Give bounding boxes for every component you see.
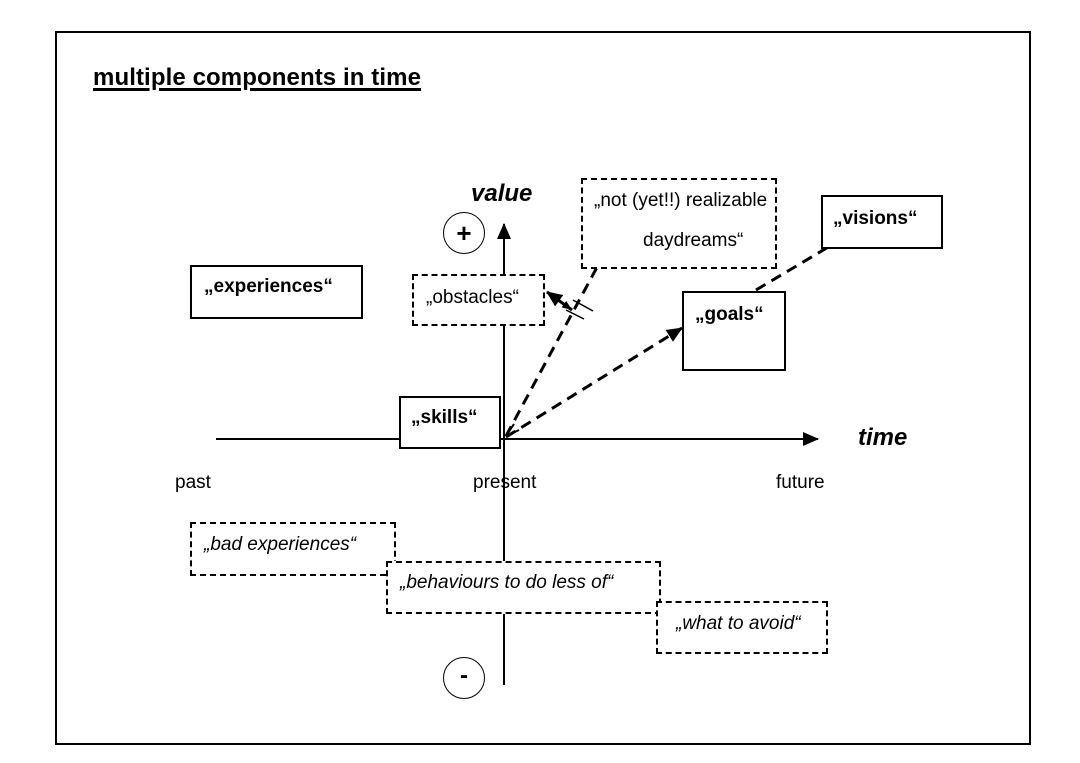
block-stroke-1 xyxy=(572,299,594,312)
obstacles-text: „obstacles“ xyxy=(426,287,519,308)
origin-arrowhead xyxy=(505,423,520,437)
skills-box: „skills“ xyxy=(399,396,501,449)
value-axis-label: value xyxy=(471,180,533,207)
daydreams-text-line2: daydreams“ xyxy=(643,230,744,251)
goals-text: „goals“ xyxy=(695,304,764,325)
experiences-text: „experiences“ xyxy=(204,276,333,297)
arrow-to-daydreams xyxy=(504,244,611,437)
visions-box: „visions“ xyxy=(821,195,943,249)
minus-symbol: - xyxy=(460,662,468,689)
future-label: future xyxy=(776,472,825,493)
diagram-frame xyxy=(55,31,1031,745)
diagram-title: multiple components in time xyxy=(93,64,422,91)
block-stroke-2 xyxy=(565,309,585,320)
present-label: present xyxy=(473,472,537,493)
skills-text: „skills“ xyxy=(411,407,478,428)
past-label: past xyxy=(175,472,211,493)
what-to-avoid-text: „what to avoid“ xyxy=(676,613,801,634)
obstacles-box: „obstacles“ xyxy=(412,274,545,326)
experiences-box: „experiences“ xyxy=(190,265,363,319)
arrow-to-obstacles xyxy=(546,290,573,312)
minus-circle-icon: - xyxy=(443,657,485,699)
bad-experiences-text: „bad experiences“ xyxy=(204,534,357,555)
time-axis-label: time xyxy=(858,424,908,451)
behaviours-text: „behaviours to do less of“ xyxy=(400,572,614,593)
daydreams-text-line1: „not (yet!!) realizable xyxy=(594,190,768,211)
daydreams-box: „not (yet!!) realizable daydreams“ xyxy=(581,178,777,269)
what-to-avoid-box: „what to avoid“ xyxy=(656,601,828,654)
plus-symbol: + xyxy=(456,217,472,248)
bad-experiences-box: „bad experiences“ xyxy=(190,522,396,576)
goals-box: „goals“ xyxy=(682,291,786,371)
plus-circle-icon: + xyxy=(443,212,485,254)
arrow-to-goals xyxy=(505,326,683,439)
behaviours-box: „behaviours to do less of“ xyxy=(386,561,661,614)
visions-text: „visions“ xyxy=(833,208,918,229)
